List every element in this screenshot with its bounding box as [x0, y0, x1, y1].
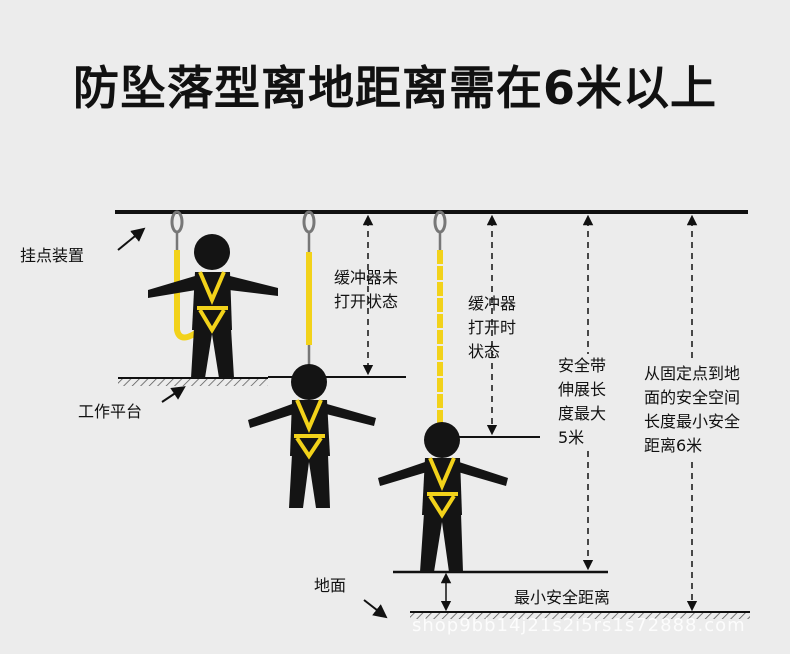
pointer-ground — [363, 599, 388, 619]
label-anchor-device: 挂点装置 — [20, 246, 85, 265]
anchor-hook — [302, 210, 316, 234]
work-platform — [118, 377, 268, 386]
anchor-hook — [170, 210, 184, 234]
ground — [410, 611, 750, 619]
label-belt-max-extension: 安全带 伸展长 度最大 5米 — [558, 354, 607, 450]
label-buffer-open: 缓冲器 打开时 状态 — [468, 294, 517, 361]
label-buffer-closed: 缓冲器未 打开状态 — [334, 268, 399, 311]
worker-buffer-closed — [248, 210, 376, 508]
pointer-platform — [161, 386, 186, 403]
label-ground: 地面 — [314, 576, 347, 595]
worker-buffer-open — [378, 210, 508, 572]
label-work-platform: 工作平台 — [78, 402, 143, 421]
anchor-hook — [433, 210, 447, 234]
page-title: 防坠落型离地距离需在6米以上 — [72, 61, 717, 115]
label-safe-space: 从固定点到地 面的安全空间 长度最小安全 距离6米 — [644, 362, 741, 458]
watermark: shop9bb14j21s2i5rs1s72888.com — [412, 615, 746, 636]
worker-standing — [148, 210, 278, 378]
pointer-anchor — [117, 227, 146, 251]
label-min-safe-distance: 最小安全距离 — [514, 588, 611, 607]
